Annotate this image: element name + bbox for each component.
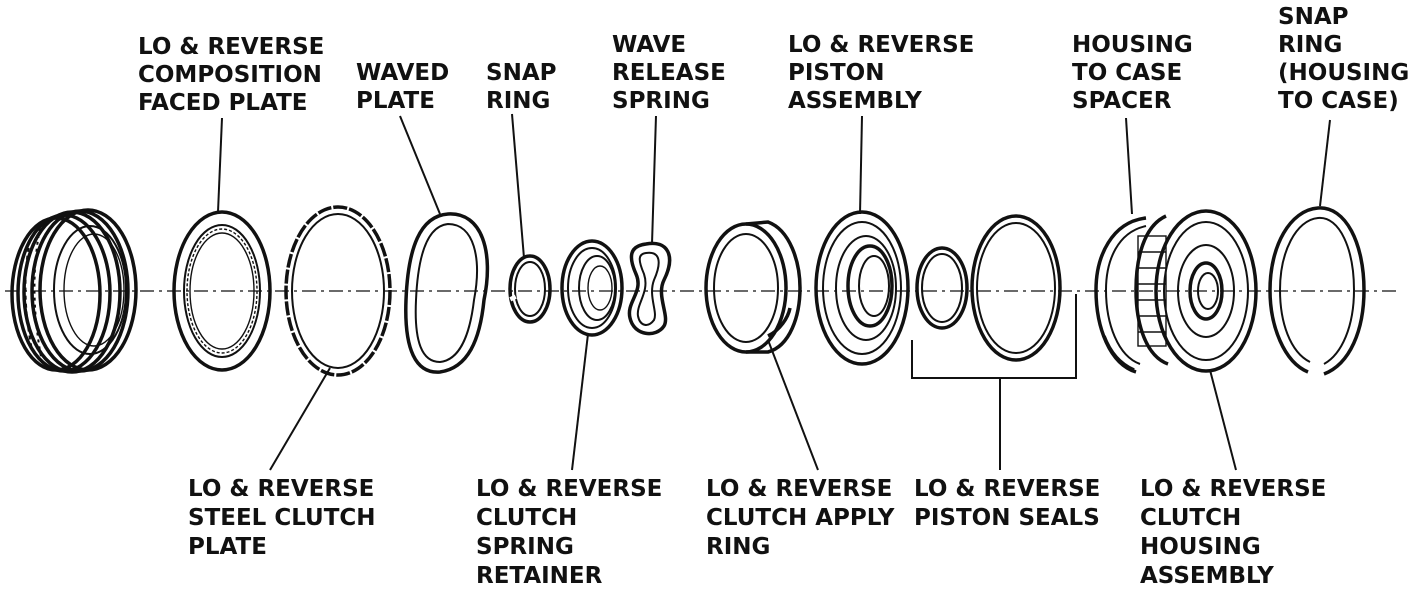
clutch-apply-ring — [704, 220, 802, 354]
waved-plate — [404, 212, 490, 374]
clutch-plate-stack — [10, 208, 138, 374]
steel-clutch-plate — [284, 205, 392, 377]
composition-faced-plate — [172, 210, 272, 372]
label-steel-clutch-plate: LO & REVERSE STEEL CLUTCH PLATE — [188, 476, 384, 560]
piston-assembly — [814, 210, 910, 366]
wave-release-spring — [627, 241, 672, 336]
leader-lines — [217, 113, 1331, 471]
label-apply-ring: LO & REVERSE CLUTCH APPLY RING — [706, 476, 902, 560]
label-spring-retainer: LO & REVERSE CLUTCH SPRING RETAINER — [476, 476, 670, 588]
housing-to-case-spacer — [1094, 216, 1147, 374]
clutch-housing-assembly — [1134, 209, 1258, 373]
label-piston-seals: LO & REVERSE PISTON SEALS — [914, 476, 1108, 531]
label-snap-ring-housing: SNAP RING (HOUSING TO CASE) — [1278, 4, 1408, 114]
clutch-spring-retainer — [560, 239, 624, 337]
snap-ring-housing-to-case — [1268, 206, 1366, 376]
label-housing-spacer: HOUSING TO CASE SPACER — [1072, 32, 1201, 114]
label-snap-ring: SNAP RING — [486, 60, 565, 114]
label-composition-plate: LO & REVERSE COMPOSITION FACED PLATE — [138, 34, 332, 116]
piston-seals — [915, 214, 1062, 362]
label-clutch-housing: LO & REVERSE CLUTCH HOUSING ASSEMBLY — [1140, 476, 1334, 588]
snap-ring-small — [508, 254, 552, 324]
label-waved-plate: WAVED PLATE — [356, 60, 457, 114]
label-piston-assembly: LO & REVERSE PISTON ASSEMBLY — [788, 32, 982, 114]
label-wave-release-spring: WAVE RELEASE SPRING — [612, 32, 734, 114]
